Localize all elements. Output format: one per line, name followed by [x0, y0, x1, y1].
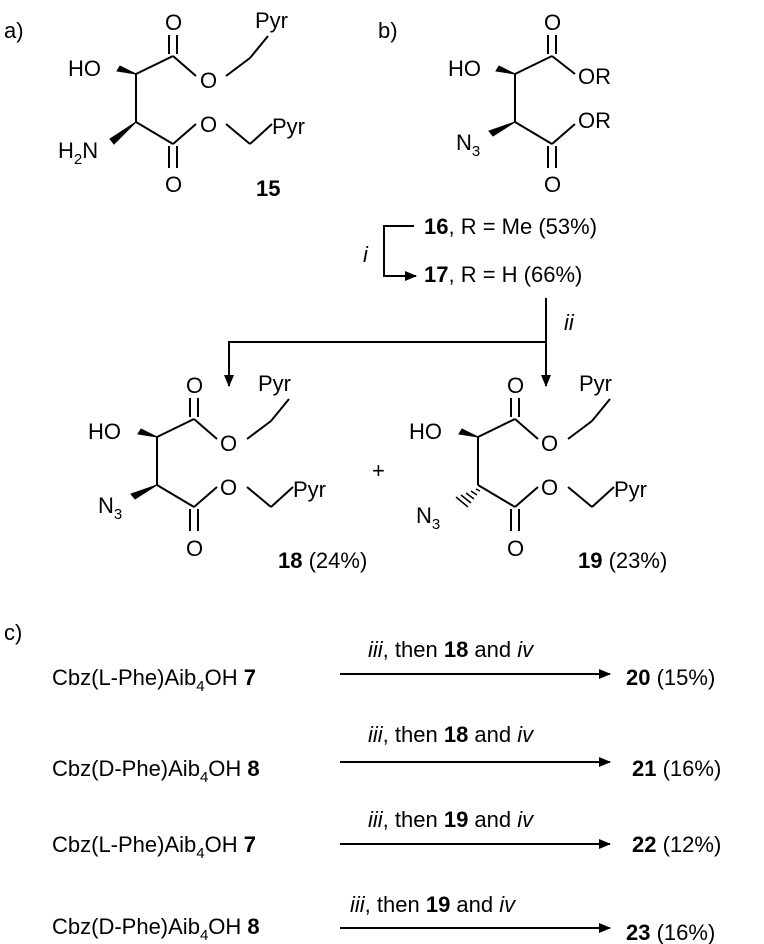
- atom-H2N: H2N: [58, 138, 98, 168]
- product: 22 (12%): [632, 832, 721, 857]
- step-ii-label: ii: [564, 310, 575, 335]
- reaction-conditions: iii, then 18 and iv: [368, 722, 535, 747]
- atom-OR: OR: [578, 108, 611, 133]
- compound-18-label: 18 (24%): [278, 548, 367, 573]
- atom-N3: N3: [416, 503, 440, 533]
- product: 20 (15%): [626, 665, 715, 690]
- step-ii-arrow-left: [224, 341, 546, 387]
- reaction-row: Cbz(L-Phe)Aib4OH 7 iii, then 18 and iv 2…: [52, 637, 715, 695]
- atom-O: O: [541, 431, 558, 456]
- plus-sign: +: [372, 458, 385, 483]
- panel-label-c: c): [4, 620, 22, 645]
- reaction-row: Cbz(L-Phe)Aib4OH 7 iii, then 19 and iv 2…: [52, 807, 721, 862]
- compound-15-structure: O O HO Pyr O Pyr H2N O 15: [58, 8, 305, 201]
- atom-O: O: [200, 68, 217, 93]
- atom-HO: HO: [409, 419, 442, 444]
- atom-N3: N3: [456, 130, 480, 160]
- atom-O: O: [541, 475, 558, 500]
- reaction-row: Cbz(D-Phe)Aib4OH 8 iii, then 19 and iv 2…: [52, 892, 715, 944]
- atom-pyr: Pyr: [255, 8, 288, 33]
- atom-O: O: [507, 373, 524, 398]
- starting-material: Cbz(L-Phe)Aib4OH 7: [52, 832, 256, 862]
- atom-pyr: Pyr: [272, 114, 305, 139]
- atom-pyr: Pyr: [579, 371, 612, 396]
- atom-HO: HO: [68, 56, 101, 81]
- starting-material: Cbz(L-Phe)Aib4OH 7: [52, 665, 256, 695]
- panel-label-b: b): [378, 18, 398, 43]
- atom-O: O: [186, 373, 203, 398]
- step-i-label: i: [363, 242, 369, 267]
- atom-N3: N3: [98, 493, 122, 523]
- product: 23 (16%): [626, 920, 715, 944]
- compound-16-17-structure: O HO OR OR N3 O: [448, 10, 611, 197]
- reaction-conditions: iii, then 18 and iv: [368, 637, 535, 662]
- step-i-arrow: [383, 225, 417, 281]
- atom-O: O: [220, 475, 237, 500]
- compound-number-15: 15: [256, 176, 280, 201]
- compound-19-structure: O Pyr HO O O Pyr N3 O 19 (23%): [409, 371, 667, 573]
- atom-HO: HO: [88, 419, 121, 444]
- atom-O: O: [544, 172, 561, 197]
- atom-O: O: [186, 536, 203, 561]
- atom-O: O: [200, 112, 217, 137]
- atom-HO: HO: [448, 56, 481, 81]
- product: 21 (16%): [632, 756, 721, 781]
- atom-OR: OR: [578, 64, 611, 89]
- atom-O: O: [165, 172, 182, 197]
- starting-material: Cbz(D-Phe)Aib4OH 8: [52, 914, 260, 944]
- starting-material: Cbz(D-Phe)Aib4OH 8: [52, 756, 260, 786]
- panel-label-a: a): [4, 18, 24, 43]
- atom-pyr: Pyr: [258, 371, 291, 396]
- reaction-conditions: iii, then 19 and iv: [368, 807, 535, 832]
- reaction-row: Cbz(D-Phe)Aib4OH 8 iii, then 18 and iv 2…: [52, 722, 721, 786]
- atom-O: O: [507, 536, 524, 561]
- compound-16-label: 16, R = Me (53%): [424, 214, 597, 239]
- compound-18-structure: O Pyr HO O O Pyr N3 O 18 (24%): [88, 371, 367, 573]
- compound-19-label: 19 (23%): [578, 548, 667, 573]
- compound-17-label: 17, R = H (66%): [424, 262, 582, 287]
- atom-O: O: [165, 10, 182, 35]
- atom-pyr: Pyr: [293, 477, 326, 502]
- atom-O: O: [544, 10, 561, 35]
- atom-pyr: Pyr: [614, 477, 647, 502]
- reaction-conditions: iii, then 19 and iv: [350, 892, 517, 917]
- atom-O: O: [220, 431, 237, 456]
